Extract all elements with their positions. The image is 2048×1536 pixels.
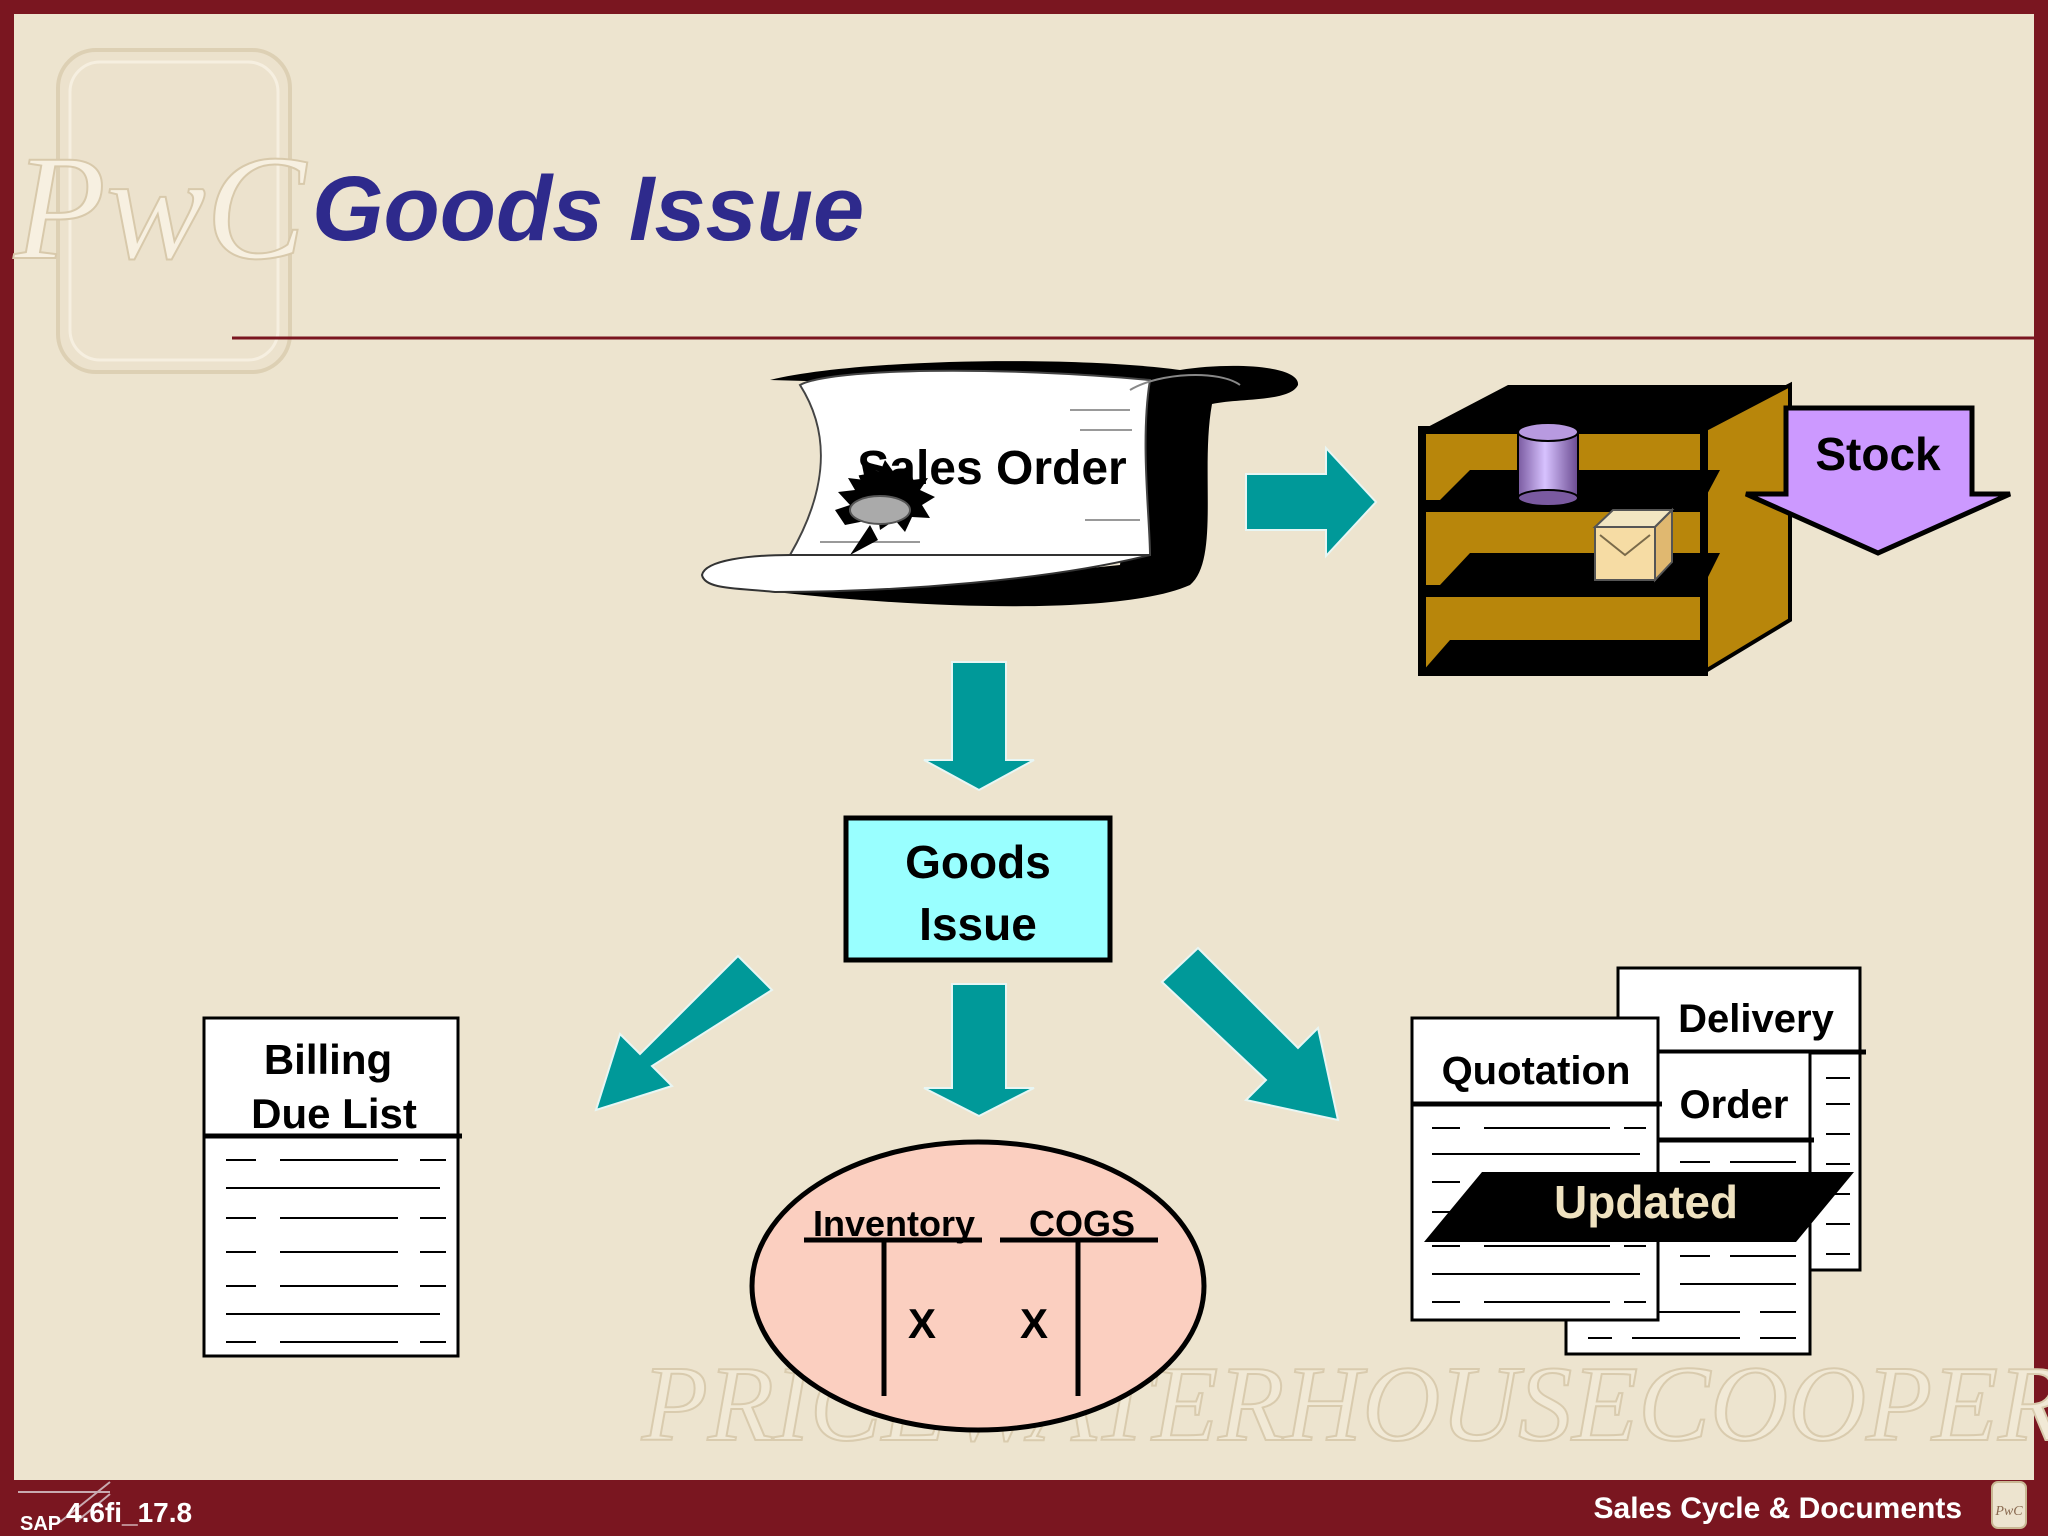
- inventory-entry: X: [908, 1300, 936, 1347]
- goods-issue-line-1: Goods: [905, 836, 1051, 888]
- inventory-label: Inventory: [813, 1203, 975, 1244]
- cogs-label: COGS: [1029, 1203, 1135, 1244]
- teal-arrow-left-icon: [594, 954, 774, 1112]
- t-account-ellipse: [749, 1139, 1207, 1433]
- footer-section-title: Sales Cycle & Documents: [1594, 1492, 1962, 1525]
- stock-arrow-icon: [1744, 405, 2012, 556]
- sap-brand-text: SAP: [20, 1513, 61, 1535]
- logo-text: PwC: [13, 125, 308, 291]
- quotation-label: Quotation: [1442, 1049, 1631, 1093]
- scroll-seal: [849, 495, 911, 525]
- quotation-document-icon: [1410, 1016, 1662, 1322]
- delivery-label: Delivery: [1678, 997, 1834, 1041]
- pwc-logo-icon: PwC: [12, 48, 309, 374]
- goods-issue-line-2: Issue: [919, 898, 1037, 950]
- footer-slide-code: 4.6fi_17.8: [66, 1497, 192, 1528]
- teal-arrow-icon: [1245, 445, 1378, 559]
- billing-line-1: Billing: [264, 1036, 392, 1083]
- updated-banner: [1424, 1172, 1854, 1242]
- updated-label: Updated: [1554, 1176, 1738, 1228]
- sales-order-label: Sales Order: [857, 442, 1126, 495]
- goods-issue-box: [843, 815, 1113, 963]
- slide-title: Goods Issue: [312, 158, 864, 260]
- stock-label: Stock: [1815, 428, 1941, 480]
- cogs-entry: X: [1020, 1300, 1048, 1347]
- scroll-icon: [700, 361, 1299, 607]
- order-label: Order: [1680, 1083, 1789, 1127]
- teal-arrow-right-icon: [1160, 946, 1340, 1122]
- billing-line-2: Due List: [251, 1090, 417, 1137]
- sap-logo-icon: SAP: [18, 1481, 111, 1535]
- footer-pwc-logo-icon: PwC: [1991, 1481, 2027, 1529]
- teal-arrow-down-icon: [923, 661, 1035, 792]
- billing-document-icon: [202, 1016, 462, 1358]
- shelf-icon: [1418, 381, 1792, 676]
- footer-logo-text: PwC: [1994, 1504, 2023, 1519]
- teal-arrow-center-icon: [923, 983, 1035, 1118]
